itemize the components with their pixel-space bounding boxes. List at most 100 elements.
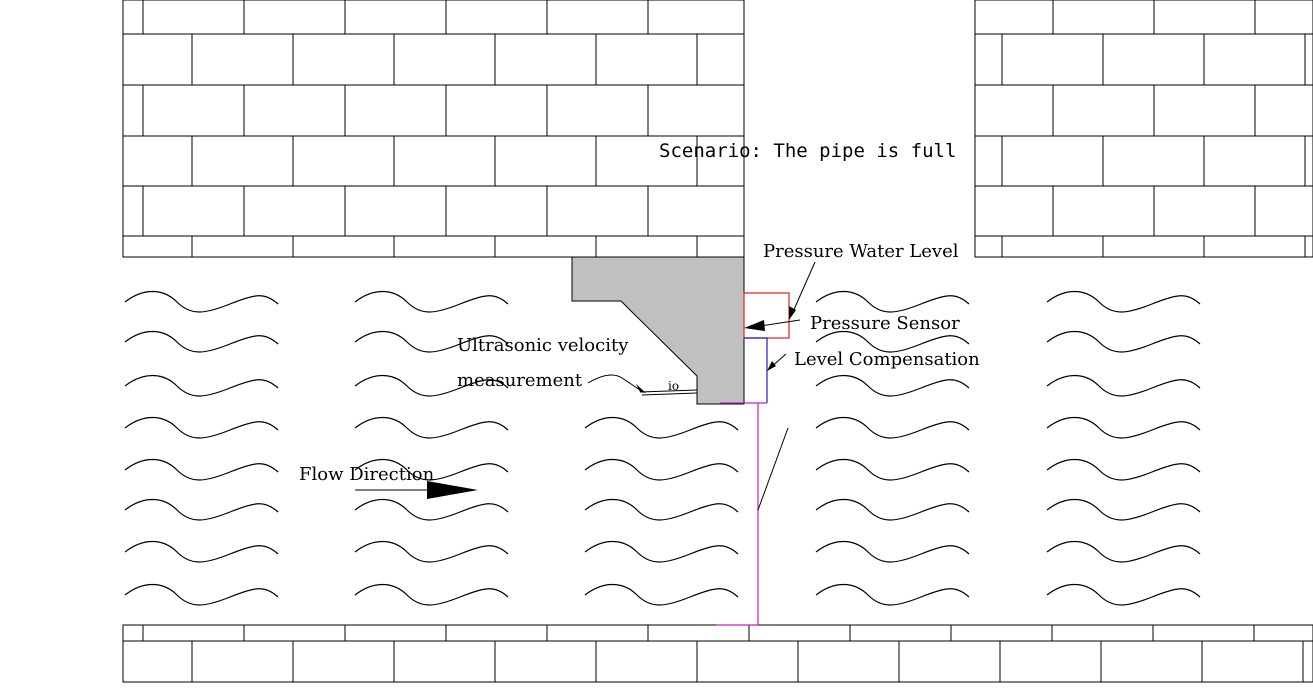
water-wave: [1046, 458, 1201, 481]
upper-left-brick: [445, 0, 548, 35]
water-wave: [124, 374, 279, 397]
upper-right-brick: [1203, 235, 1306, 258]
floor-brick: [1201, 640, 1304, 683]
upper-left-brick: [595, 235, 698, 258]
pressure-water-level-leader: [791, 261, 816, 315]
upper-left-brick: [344, 84, 447, 137]
floor-brick: [191, 640, 294, 683]
water-wave: [354, 416, 509, 439]
pressure-water-level-label: Pressure Water Level: [763, 241, 959, 262]
floor-brick: [849, 624, 952, 642]
ultrasonic-label-line1: Ultrasonic velocity: [457, 335, 629, 356]
upper-left-brick: [595, 135, 698, 187]
floor-brick: [1302, 640, 1313, 683]
upper-right-brick: [1254, 0, 1313, 35]
upper-left-brick: [122, 185, 144, 237]
water-wave: [815, 290, 970, 313]
water-wave: [124, 540, 279, 563]
ultrasonic-label-line2: measurement: [457, 370, 583, 391]
upper-right-brick: [1304, 235, 1313, 258]
floor-brick: [243, 624, 346, 642]
level-compensation-arrowhead: [767, 361, 776, 371]
water-wave: [815, 374, 970, 397]
upper-left-brick: [647, 0, 745, 35]
upper-left-brick: [445, 185, 548, 237]
upper-right-brick: [1102, 135, 1205, 187]
water-wave: [1046, 416, 1201, 439]
water-wave: [815, 583, 970, 606]
upper-right-brick: [1052, 0, 1155, 35]
upper-left-brick: [393, 135, 496, 187]
upper-right-brick: [974, 0, 1054, 35]
water-wave: [815, 458, 970, 481]
level-compensation-line: [744, 337, 768, 403]
water-wave: [354, 458, 509, 481]
floor-brick: [1051, 624, 1154, 642]
pressure-sensor-label: Pressure Sensor: [810, 313, 960, 334]
floor-brick: [122, 640, 193, 683]
upper-left-brick: [494, 135, 597, 187]
upper-right-brick: [1001, 135, 1104, 187]
floor-brick: [445, 624, 548, 642]
upper-right-brick: [974, 235, 1003, 258]
water-wave: [815, 498, 970, 521]
upper-left-brick: [122, 0, 144, 35]
water-wave: [354, 330, 509, 353]
water-wave: [124, 330, 279, 353]
water-wave: [124, 583, 279, 606]
floor-brick: [1100, 640, 1203, 683]
water-wave: [584, 498, 739, 521]
water-wave: [815, 330, 970, 353]
upper-left-brick: [494, 33, 597, 86]
floor-brick: [546, 624, 649, 642]
upper-left-brick: [292, 235, 395, 258]
water-waves: [124, 290, 1201, 606]
upper-left-brick: [696, 33, 745, 86]
upper-right-brick: [1052, 185, 1155, 237]
floor-brick: [292, 640, 395, 683]
upper-right-brick: [1153, 185, 1256, 237]
water-wave: [1046, 498, 1201, 521]
upper-left-brick: [647, 84, 745, 137]
upper-left-brick: [344, 0, 447, 35]
upper-left-brick: [122, 135, 193, 187]
water-wave: [354, 540, 509, 563]
upper-left-brick: [696, 235, 745, 258]
water-wave: [1046, 583, 1201, 606]
upper-left-brick: [344, 185, 447, 237]
upper-left-brick: [696, 135, 745, 187]
upper-left-brick: [494, 235, 597, 258]
water-wave: [124, 458, 279, 481]
upper-right-brick: [974, 84, 1054, 137]
floor-brick: [647, 624, 750, 642]
cable-leader-line: [757, 427, 789, 511]
upper-left-brick: [393, 235, 496, 258]
floor-brick: [1253, 624, 1313, 642]
upper-left-brick: [647, 185, 745, 237]
floor-brick: [1152, 624, 1255, 642]
floor-brick: [494, 640, 597, 683]
floor-brick: [393, 640, 496, 683]
water-wave: [124, 290, 279, 313]
upper-left-brick: [546, 185, 649, 237]
mounting-bracket: [571, 256, 745, 405]
floor-brick: [344, 624, 447, 642]
upper-left-brick: [243, 185, 346, 237]
water-wave: [354, 583, 509, 606]
upper-left-brick: [445, 84, 548, 137]
upper-right-brick: [1153, 0, 1256, 35]
water-wave: [815, 540, 970, 563]
svg-text:io: io: [668, 379, 679, 393]
upper-right-brick: [1153, 84, 1256, 137]
water-wave: [124, 498, 279, 521]
upper-right-brick: [1304, 135, 1313, 187]
water-wave: [1046, 290, 1201, 313]
pressure-sensor-pointer-line: [759, 319, 801, 327]
floor-brick: [142, 624, 245, 642]
upper-left-brick: [393, 33, 496, 86]
water-wave: [815, 416, 970, 439]
upper-left-brick: [546, 84, 649, 137]
scenario-title: Scenario: The pipe is full: [659, 140, 956, 162]
pressure-sensor-box: [743, 292, 790, 339]
upper-left-brick: [122, 235, 193, 258]
